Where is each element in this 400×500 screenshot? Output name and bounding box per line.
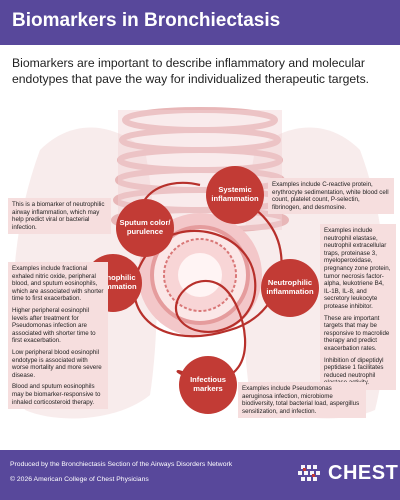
node-label-neutrophilic: Neutrophilic inflammation [266,278,314,296]
header-banner: Biomarkers in Bronchiectasis [0,0,400,45]
eos-note-1: Examples include fractional exhaled nitr… [12,265,104,303]
node-label-systemic: Systemic inflammation [211,185,259,203]
node-infectious [179,356,237,414]
node-neutrophilic [261,259,319,317]
node-systemic [206,166,264,224]
note-neutrophilic: Examples include neutrophil elastase, ne… [320,224,396,390]
node-sputum [116,199,174,257]
trachea [111,107,289,233]
chest-logo-icon [298,465,320,481]
neu-note-2: These are important targets that may be … [324,314,390,352]
footer-copyright: © 2026 American College of Chest Physici… [10,476,149,483]
note-systemic: Examples include C-reactive protein, ery… [268,178,394,215]
chest-logo-text: CHEST [328,462,399,484]
intro-text: Biomarkers are important to describe inf… [12,56,370,86]
footer-banner: Produced by the Bronchiectasis Section o… [0,450,400,500]
neu-note-1: Examples include neutrophil elastase, ne… [324,227,391,310]
note-eosinophilic: Examples include fractional exhaled nitr… [8,262,108,410]
node-label-sputum: Sputum color/ purulence [119,218,171,236]
eos-note-2: Higher peripheral eosinophil levels afte… [12,306,96,345]
spiral-connector [133,193,283,385]
page-title: Biomarkers in Bronchiectasis [12,10,281,31]
note-sputum: This is a biomarker of neutrophilic airw… [8,198,111,235]
eos-note-4: Blood and sputum eosinophils may be biom… [12,383,101,406]
note-infectious: Examples include Pseudomonas aeruginosa … [238,382,366,419]
eos-note-3: Low peripheral blood eosinophil endotype… [12,348,102,379]
footer-produced-by: Produced by the Bronchiectasis Section o… [10,461,233,468]
node-label-infectious: Infectious markers [190,375,226,393]
node-label-eosinophilic: Eosinophilic inflammation [89,273,137,291]
